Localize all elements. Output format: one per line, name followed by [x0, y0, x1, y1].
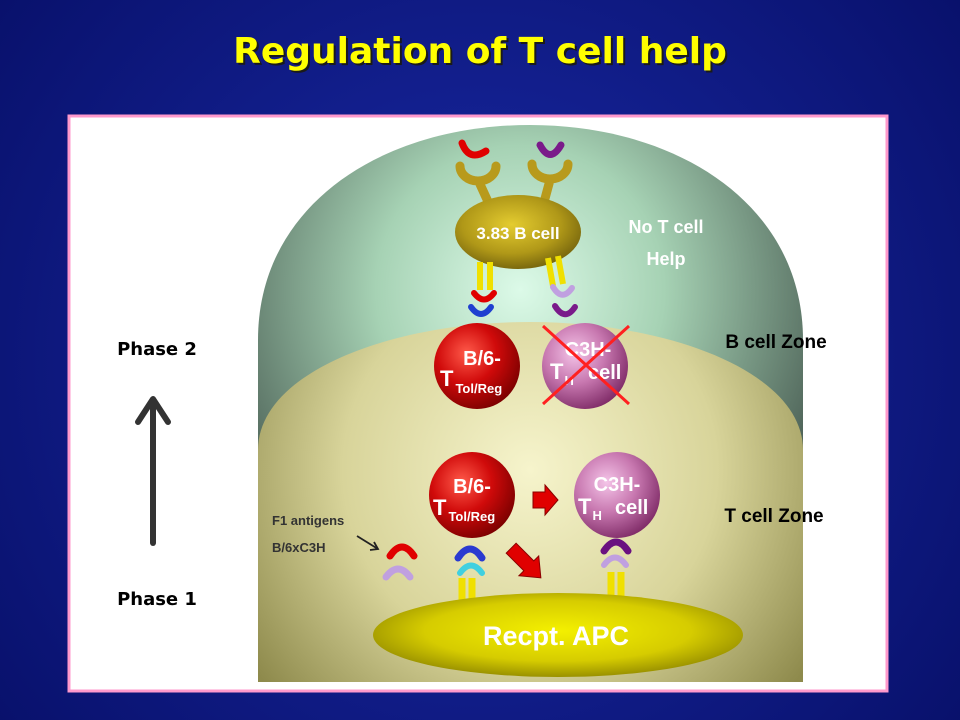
lower-th-subscript: H	[592, 508, 601, 523]
f1-pointer-head	[369, 541, 380, 551]
f1-antigens-line2: B/6xC3H	[272, 540, 325, 555]
t-cell-zone-dome	[258, 322, 803, 682]
lower-th-cell	[574, 452, 660, 538]
upper-th-t: T	[550, 359, 564, 384]
b-cell-label: 3.83 B cell	[476, 224, 559, 243]
upper-treg-cell	[434, 323, 520, 409]
phase-1-label: Phase 1	[117, 589, 197, 610]
treg-peptide-cyan-arc	[457, 562, 485, 576]
t-cell-zone-label: T cell Zone	[724, 506, 823, 527]
suppression-arrow-right	[532, 483, 559, 517]
apc-label: Recpt. APC	[483, 621, 629, 651]
b-cell-body	[455, 195, 581, 269]
f1-red-arc	[386, 543, 418, 560]
phase-progress-arrow	[135, 396, 171, 546]
tcr-purple-arc	[552, 303, 578, 318]
suppression-arrow-diagonal	[505, 542, 542, 579]
peptide-red-arc	[471, 290, 497, 303]
lower-th-line1: C3H-	[594, 474, 641, 496]
lower-th-t: T	[578, 494, 592, 519]
f1-antigens-line1: F1 antigens	[272, 513, 344, 528]
upper-treg-t: T	[440, 366, 454, 391]
th-tcr-purple-arc	[600, 538, 632, 555]
f1-pointer-shaft	[356, 535, 379, 550]
blocked-x-mark	[541, 324, 631, 406]
lower-th-interaction	[600, 538, 632, 600]
b-cell-zone-label: B cell Zone	[725, 332, 826, 353]
b-cell-mhc	[468, 255, 578, 318]
no-help-line1: No T cell	[628, 217, 703, 237]
lower-treg-line1: B/6-	[453, 476, 491, 498]
apc-body	[373, 593, 743, 677]
lower-treg-t: T	[433, 495, 447, 520]
lower-treg-subscript: Tol/Reg	[448, 509, 495, 524]
lower-th-suffix: cell	[615, 497, 648, 519]
f1-lavender-arc	[382, 565, 414, 581]
antigen-red-arc	[458, 139, 490, 159]
mhc-bars-right	[545, 255, 566, 287]
phase-2-label: Phase 2	[117, 339, 197, 360]
treg-tcr-blue-arc	[454, 545, 486, 562]
mhc-bars-left	[477, 262, 493, 290]
f1-pointer-arrow	[356, 535, 380, 551]
no-help-line2: Help	[646, 249, 685, 269]
upper-treg-line1: B/6-	[463, 348, 501, 370]
phase-arrow-head	[135, 396, 171, 425]
upper-th-suffix: cell	[588, 362, 621, 384]
th-peptide-lavender-arc	[601, 554, 629, 568]
diagonal-arrow-shape	[505, 542, 542, 579]
slide-title: Regulation of T cell help	[233, 31, 727, 72]
antigen-purple-arc	[536, 141, 565, 158]
peptide-lavender-arc	[550, 284, 575, 298]
lower-treg-cell	[429, 452, 515, 538]
upper-treg-subscript: Tol/Reg	[455, 381, 502, 396]
tcr-blue-arc	[468, 304, 494, 317]
f1-antigen-arcs	[382, 543, 418, 581]
